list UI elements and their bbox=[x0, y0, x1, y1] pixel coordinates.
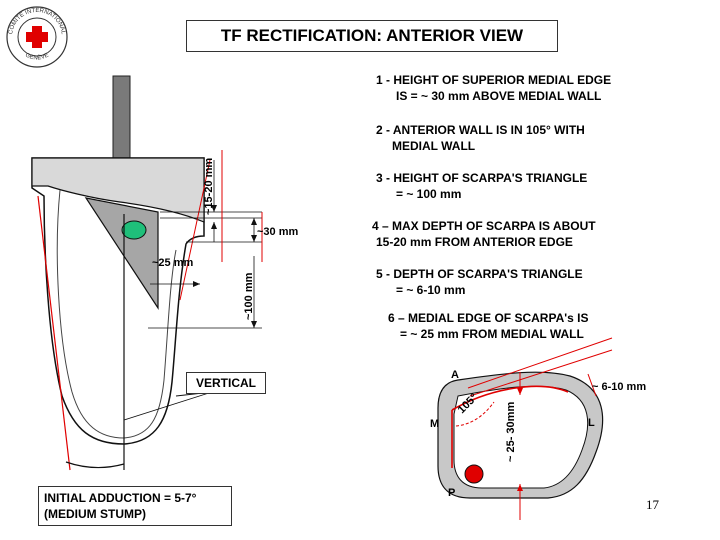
vertical-label: VERTICAL bbox=[186, 372, 266, 394]
note-5-line-2: = ~ 6-10 mm bbox=[396, 283, 466, 297]
page-title: TF RECTIFICATION: ANTERIOR VIEW bbox=[186, 20, 558, 52]
label-P: P bbox=[448, 487, 455, 499]
red-cross-icon bbox=[26, 26, 48, 48]
dim-100-label: ~100 mm bbox=[243, 272, 255, 320]
dimension-lines bbox=[148, 160, 262, 329]
note-4-line-1: 4 – MAX DEPTH OF SCARPA IS ABOUT bbox=[372, 219, 596, 233]
adduction-arc bbox=[65, 461, 125, 469]
cross-section-red-contour bbox=[451, 385, 569, 411]
note-6-line-1: 6 – MEDIAL EDGE OF SCARPA's IS bbox=[388, 311, 589, 325]
socket-outline bbox=[31, 157, 205, 445]
socket-cross-section: A M L P 105° ~ 6-10 mm ~ 25- 30mm bbox=[430, 337, 646, 520]
red-guides bbox=[221, 150, 263, 262]
cross-section-red-line-2 bbox=[469, 349, 613, 397]
adduction-label-line-2: (MEDIUM STUMP) bbox=[44, 507, 146, 521]
adduction-line bbox=[37, 195, 71, 471]
dim-25-label: ~25 mm bbox=[152, 257, 193, 269]
note-4-line-2: 15-20 mm FROM ANTERIOR EDGE bbox=[376, 235, 573, 249]
label-A: A bbox=[451, 369, 459, 381]
note-3-line-1: 3 - HEIGHT OF SCARPA'S TRIANGLE bbox=[376, 171, 588, 185]
socket-inner-line bbox=[56, 189, 177, 439]
svg-text:GENÈVE: GENÈVE bbox=[24, 52, 50, 61]
dim-25-30-label: ~ 25- 30mm bbox=[505, 402, 517, 462]
label-L: L bbox=[588, 417, 595, 429]
dim-15-20-label: ~15-20 mm bbox=[203, 158, 215, 215]
note-2-line-2: MEDIAL WALL bbox=[392, 139, 476, 153]
page-number: 17 bbox=[646, 497, 659, 512]
logo-text-bottom: GENÈVE bbox=[24, 52, 50, 61]
note-1-line-2: IS = ~ 30 mm ABOVE MEDIAL WALL bbox=[396, 89, 602, 103]
note-1-line-1: 1 - HEIGHT OF SUPERIOR MEDIAL EDGE bbox=[376, 73, 612, 87]
pylon bbox=[112, 75, 131, 159]
angle-arc bbox=[455, 401, 495, 427]
cross-section-red-line-1 bbox=[467, 337, 613, 389]
dimension-arrowheads bbox=[193, 205, 257, 328]
note-5-line-1: 5 - DEPTH OF SCARPA'S TRIANGLE bbox=[376, 267, 583, 281]
dim-6-10-label: ~ 6-10 mm bbox=[592, 381, 646, 393]
dim-30-label: ~30 mm bbox=[257, 226, 298, 238]
icrc-logo: COMITÉ INTERNATIONAL GENÈVE bbox=[6, 6, 68, 68]
note-6-line-2: = ~ 25 mm FROM MEDIAL WALL bbox=[400, 327, 584, 341]
note-2-line-1: 2 - ANTERIOR WALL IS IN 105° WITH bbox=[376, 123, 585, 137]
posterior-red-dot bbox=[464, 464, 484, 484]
adduction-label-line-1: INITIAL ADDUCTION = 5-7° bbox=[44, 491, 197, 505]
socket-red-edge bbox=[179, 159, 211, 301]
scarpa-green-marker bbox=[121, 220, 147, 240]
note-3-line-2: = ~ 100 mm bbox=[396, 187, 462, 201]
label-M: M bbox=[430, 418, 439, 430]
adduction-label: INITIAL ADDUCTION = 5-7° (MEDIUM STUMP) bbox=[38, 486, 232, 526]
